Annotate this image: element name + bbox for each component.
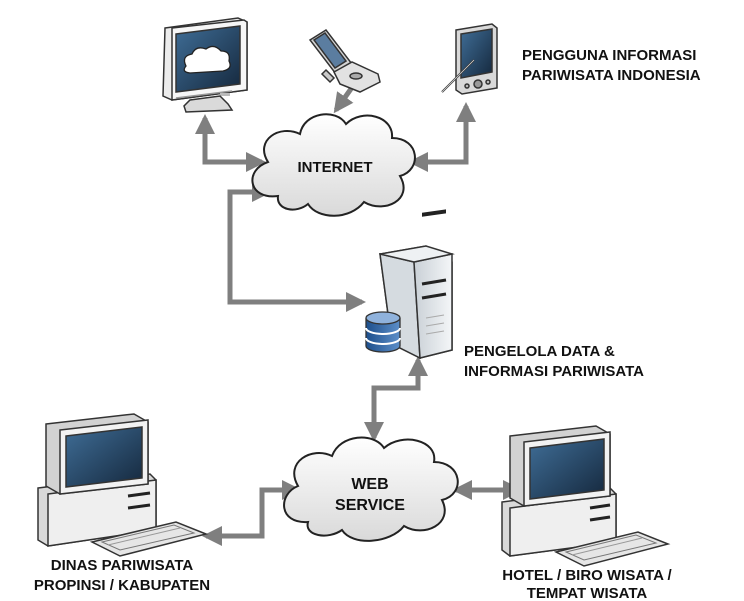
desktop-computer-icon-hotel: [501, 425, 671, 567]
dinas-label-line2: PROPINSI / KABUPATEN: [34, 577, 210, 594]
database-icon: [365, 311, 401, 353]
web-service-label-line2: SERVICE: [335, 497, 405, 514]
connector-phone-internet: [333, 84, 356, 114]
server-label: PENGELOLA DATA & INFORMASI PARIWISATA: [464, 343, 644, 380]
mobile-phone-icon: [308, 29, 381, 93]
connector-dinas-webservice: [202, 480, 302, 546]
pda-icon: [441, 23, 498, 95]
connector-internet-server: [227, 182, 366, 312]
connector-monitor-internet: [195, 114, 266, 172]
connector-pda-internet: [408, 102, 476, 172]
server-label-line1: PENGELOLA DATA &: [464, 343, 615, 360]
monitor-icon: [162, 17, 248, 113]
web-service-label-line1: WEB: [351, 476, 388, 493]
hotel-label-line1: HOTEL / BIRO WISATA /: [502, 567, 672, 584]
users-label-line2: PARIWISATA INDONESIA: [522, 67, 701, 84]
connector-server-webservice: [364, 356, 428, 442]
hotel-label-line2: TEMPAT WISATA: [527, 585, 648, 601]
users-label-line1: PENGGUNA INFORMASI: [522, 47, 696, 64]
desktop-computer-icon-dinas: [37, 413, 209, 557]
internet-label: INTERNET: [298, 159, 373, 176]
dinas-label-line1: DINAS PARIWISATA: [51, 557, 194, 574]
dinas-label: DINAS PARIWISATA PROPINSI / KABUPATEN: [34, 557, 210, 594]
hotel-label: HOTEL / BIRO WISATA / TEMPAT WISATA: [502, 567, 672, 601]
connectors: [195, 84, 523, 546]
users-label: PENGGUNA INFORMASI PARIWISATA INDONESIA: [522, 47, 701, 84]
internet-cloud: INTERNET: [251, 113, 416, 217]
server-label-line2: INFORMASI PARIWISATA: [464, 363, 644, 380]
web-service-cloud: WEB SERVICE: [283, 436, 459, 542]
